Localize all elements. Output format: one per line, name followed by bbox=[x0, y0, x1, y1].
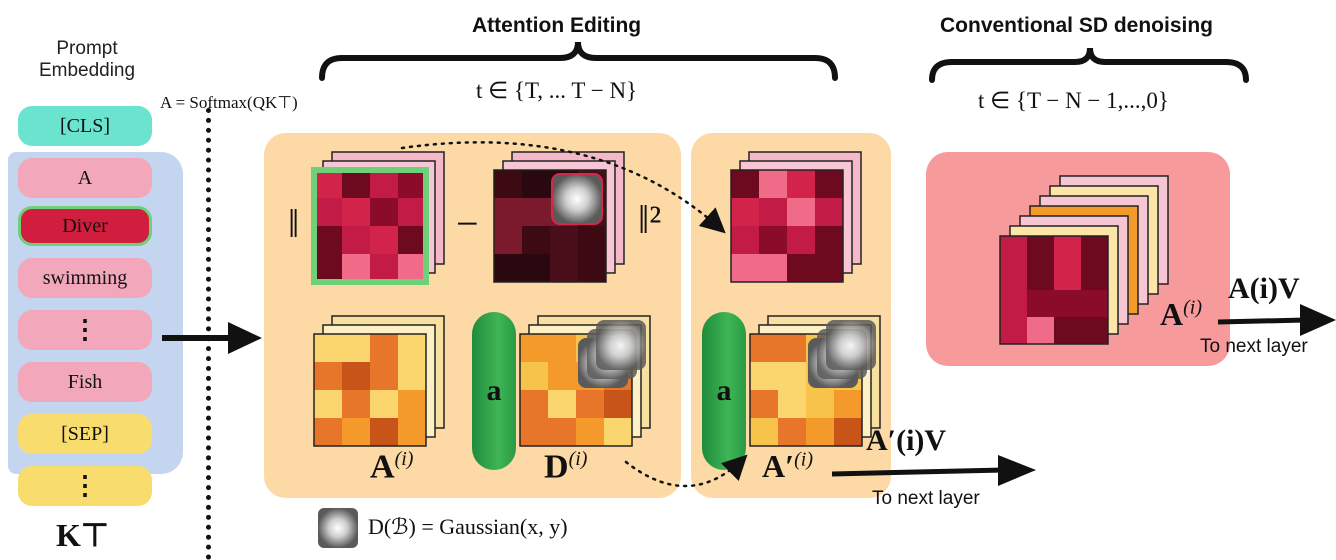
prompt-embedding-label: Prompt Embedding bbox=[38, 38, 136, 81]
conventional-sd-title: Conventional SD denoising bbox=[940, 14, 1214, 37]
token-sep: [SEP] bbox=[18, 414, 152, 454]
token-ellipsis-1: ⋮ bbox=[18, 310, 152, 350]
attention-editing-title: Attention Editing bbox=[472, 14, 642, 37]
input-arrow-head bbox=[228, 322, 262, 354]
a-scaling-pill-1: a bbox=[472, 312, 516, 470]
token-fish: Fish bbox=[18, 362, 152, 402]
to-next-layer-edit: To next layer bbox=[872, 488, 980, 509]
output-arrow-edit-head bbox=[998, 455, 1036, 486]
output-arrow-edit bbox=[831, 467, 1005, 477]
token-ellipsis-2: ⋮ bbox=[18, 466, 152, 506]
a-prime-v-label: A′(i)V bbox=[866, 424, 947, 457]
gaussian-definition: D(ℬ) = Gaussian(x, y) bbox=[368, 514, 568, 539]
timestep-edit-range: t ∈ {T, ... T − N} bbox=[476, 78, 638, 103]
a-v-label: A(i)V bbox=[1228, 272, 1300, 305]
token-cls: [CLS] bbox=[18, 106, 152, 146]
token-diver: Diver bbox=[18, 206, 152, 246]
to-next-layer-conv: To next layer bbox=[1200, 336, 1308, 357]
a-scaling-pill-2: a bbox=[702, 312, 746, 470]
norm-left: ‖ bbox=[288, 201, 300, 246]
a-i-label: A(i) bbox=[370, 448, 414, 486]
k-transpose-label: K⊤ bbox=[56, 517, 109, 553]
output-arrow-conv bbox=[1217, 317, 1307, 325]
transfer-arrow-bottom bbox=[624, 454, 748, 488]
token-a: A bbox=[18, 158, 152, 198]
norm-right: ‖² bbox=[638, 197, 662, 242]
softmax-equation: A = Softmax(QK⊤) bbox=[160, 93, 298, 112]
separator-dotted-line bbox=[206, 108, 211, 560]
transfer-arrow-top bbox=[400, 141, 726, 234]
a-i-conv-label: A(i) bbox=[1160, 296, 1202, 332]
attention-matrices bbox=[311, 151, 1169, 447]
token-swimming: swimming bbox=[18, 258, 152, 298]
a-prime-i-label: A′(i) bbox=[762, 448, 813, 484]
minus-sign: − bbox=[456, 201, 479, 246]
d-i-label: D(i) bbox=[544, 448, 588, 486]
timestep-conv-range: t ∈ {T − N − 1,...,0} bbox=[978, 88, 1169, 113]
braces bbox=[319, 41, 1249, 83]
gaussian-legend-square bbox=[318, 508, 358, 548]
output-arrow-conv-head bbox=[1300, 304, 1336, 336]
brace-attention bbox=[319, 41, 838, 81]
brace-conventional bbox=[929, 47, 1249, 83]
